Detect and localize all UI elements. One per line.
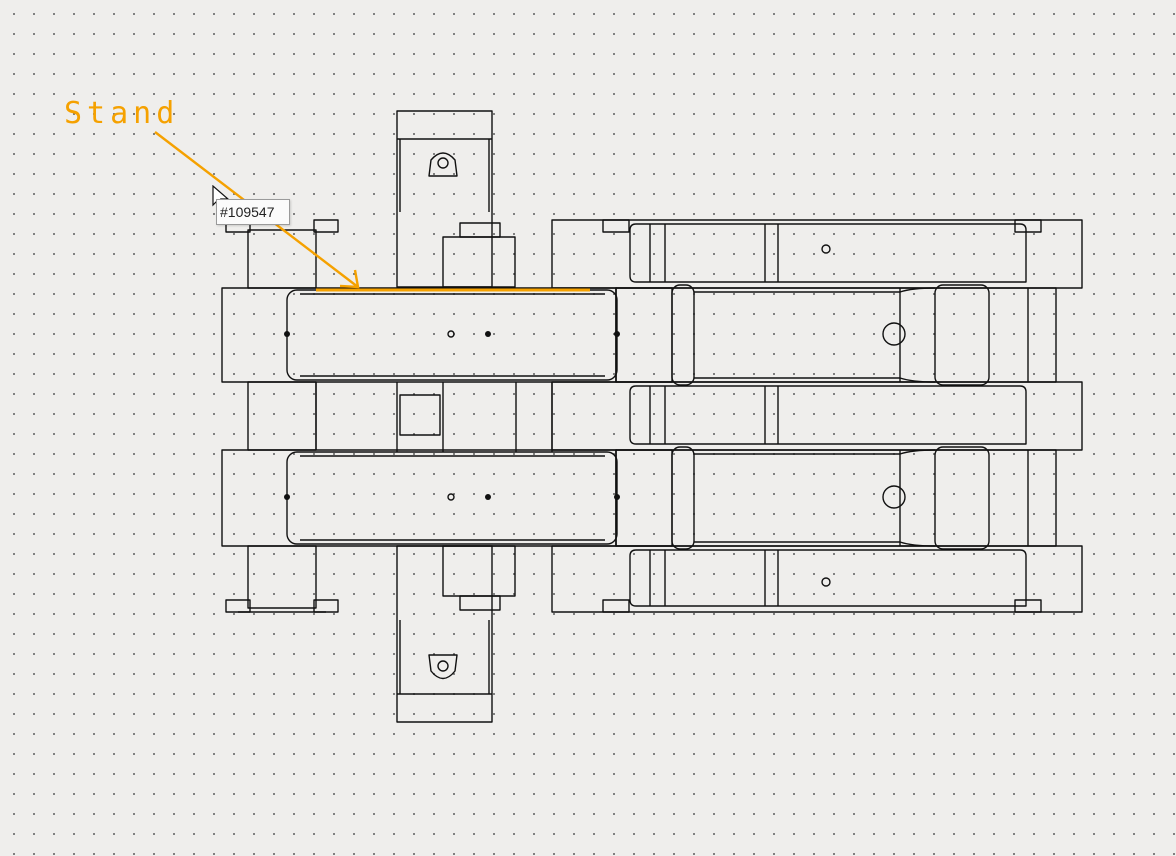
entity-id-tooltip: #109547 <box>216 199 290 225</box>
rail-5 <box>551 545 1083 613</box>
hinge-dots <box>284 331 620 500</box>
left-post-middle <box>247 381 317 451</box>
top-mount-bracket <box>396 110 516 288</box>
pivot-lower <box>882 485 906 509</box>
annotation-label-stand: Stand <box>64 96 180 131</box>
rail-4 <box>615 446 1057 550</box>
bottom-mount-bracket <box>396 545 516 723</box>
rail-2 <box>615 284 1057 386</box>
rail-1 <box>551 219 1083 289</box>
pivot-upper <box>882 322 906 346</box>
center-core <box>315 382 553 452</box>
rail-3 <box>551 381 1083 451</box>
left-post-bottom <box>225 545 339 613</box>
